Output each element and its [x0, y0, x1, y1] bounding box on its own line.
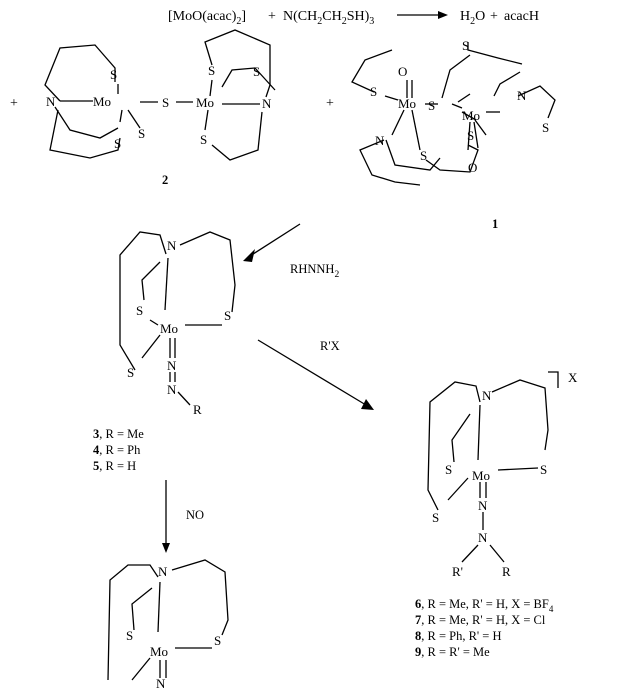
legend-right-item: 8, R = Ph, R' = H	[415, 629, 502, 643]
legend-left-item: 5, R = H	[93, 459, 136, 473]
legend-left-item: 4, R = Ph	[93, 443, 141, 457]
compound-1-structure	[351, 42, 556, 186]
atom-sulfur: S	[110, 67, 117, 82]
atom-r-prime-group: R'	[452, 564, 463, 579]
plus-sign: +	[268, 9, 276, 24]
atom-nitrogen: N	[478, 530, 488, 545]
compound-number-1: 1	[492, 217, 498, 231]
atom-sulfur: S	[445, 462, 452, 477]
atom-r-group: R	[193, 402, 202, 417]
atom-sulfur: S	[114, 136, 121, 151]
arrow-nitrosylation	[162, 480, 170, 553]
legend-right-item: 7, R = Me, R' = H, X = Cl	[415, 613, 546, 627]
arrow-hydrazine	[243, 223, 301, 262]
reactant-moo-acac2: [MoO(acac)2]	[168, 9, 246, 27]
atom-oxygen: O	[398, 64, 407, 79]
atom-molybdenum: Mo	[462, 108, 480, 123]
atom-nitrogen: N	[517, 88, 527, 103]
compound-2-structure	[44, 29, 276, 161]
product-acach: acacH	[504, 9, 539, 24]
atom-sulfur: S	[432, 510, 439, 525]
atom-sulfur: S	[420, 148, 427, 163]
reaction-arrow-top	[397, 11, 448, 19]
legend-right-item: 9, R = R' = Me	[415, 645, 490, 659]
legend-right-item: 6, R = Me, R' = H, X = BF4	[415, 597, 554, 614]
atom-sulfur: S	[224, 308, 231, 323]
reagent-hydrazine: RHNNH2	[290, 262, 339, 280]
atom-nitrogen: N	[262, 96, 272, 111]
compound-number-2: 2	[162, 173, 168, 187]
atom-nitrogen: N	[158, 564, 168, 579]
atom-sulfur: S	[208, 63, 215, 78]
atom-nitrogen: N	[46, 94, 56, 109]
atom-molybdenum: Mo	[160, 321, 178, 336]
atom-nitrogen: N	[478, 498, 488, 513]
plus-sign: +	[326, 96, 334, 111]
atom-oxygen: O	[468, 160, 477, 175]
atom-molybdenum: Mo	[398, 96, 416, 111]
reagent-alkyl-halide: R'X	[320, 339, 340, 353]
atom-molybdenum: Mo	[196, 95, 214, 110]
atom-nitrogen: N	[167, 238, 177, 253]
atom-molybdenum: Mo	[150, 644, 168, 659]
atom-molybdenum: Mo	[93, 94, 111, 109]
compound-3-5-structure	[119, 231, 236, 406]
atom-nitrogen: N	[167, 358, 177, 373]
compound-10-structure	[107, 559, 229, 681]
atom-molybdenum: Mo	[472, 468, 490, 483]
atom-nitrogen: N	[482, 388, 492, 403]
atom-sulfur: S	[462, 38, 469, 53]
atom-sulfur: S	[542, 120, 549, 135]
atom-r-group: R	[502, 564, 511, 579]
atom-sulfur: S	[253, 64, 260, 79]
atom-sulfur: S	[136, 303, 143, 318]
product-water: H2O	[460, 9, 485, 27]
atom-sulfur: S	[126, 628, 133, 643]
atom-sulfur: S	[127, 365, 134, 380]
atom-sulfur: S	[214, 633, 221, 648]
atom-sulfur: S	[138, 126, 145, 141]
reactant-tren-thiol: N(CH2CH2SH)3	[283, 9, 374, 27]
atom-sulfur: S	[200, 132, 207, 147]
atom-sulfur-bridge: S	[467, 128, 474, 143]
atom-nitrogen: N	[156, 676, 166, 688]
plus-sign: +	[490, 9, 498, 24]
atom-nitrogen: N	[375, 133, 385, 148]
counter-ion: X	[568, 370, 578, 385]
atom-nitrogen: N	[167, 382, 177, 397]
atom-sulfur-bridge: S	[162, 95, 169, 110]
legend-left-item: 3, R = Me	[93, 427, 144, 441]
atom-sulfur: S	[540, 462, 547, 477]
arrow-alkylation	[257, 339, 374, 410]
compound-6-9-structure	[427, 371, 559, 563]
atom-sulfur-bridge: S	[428, 98, 435, 113]
plus-sign: +	[10, 96, 18, 111]
atom-sulfur: S	[370, 84, 377, 99]
reagent-nitric-oxide: NO	[186, 508, 204, 522]
